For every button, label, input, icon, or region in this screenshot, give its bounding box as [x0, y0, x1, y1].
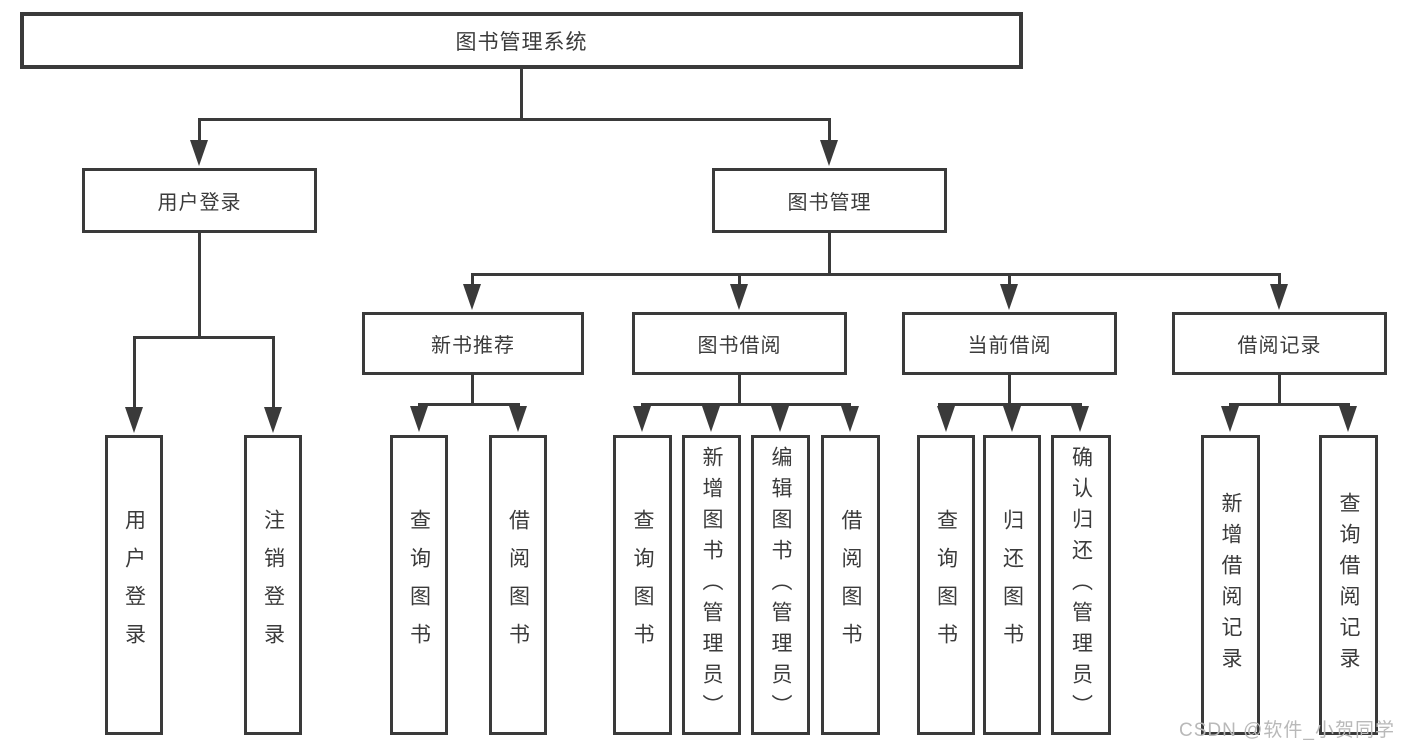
connector-line — [133, 336, 136, 412]
connector-line — [272, 336, 275, 412]
connector-line — [641, 403, 851, 406]
connector-arrow — [463, 284, 481, 310]
connector-arrow — [1000, 284, 1018, 310]
connector-line — [938, 403, 1082, 406]
leaf-query-books-borrow: 查询图书 — [613, 435, 672, 735]
node-library-system: 图书管理系统 — [20, 12, 1023, 69]
watermark-text: CSDN @软件_小贺同学 — [1179, 720, 1395, 741]
connector-line — [1278, 273, 1281, 290]
node-borrowing-records: 借阅记录 — [1172, 312, 1387, 375]
connector-line — [198, 233, 201, 339]
connector-line — [1229, 403, 1350, 406]
connector-line — [198, 118, 201, 144]
connector-line — [198, 118, 831, 121]
leaf-query-borrow-record: 查询借阅记录 — [1319, 435, 1378, 735]
connector-line — [828, 118, 831, 144]
connector-arrow — [190, 140, 208, 166]
leaf-user-login: 用户登录 — [105, 435, 163, 735]
connector-arrow — [125, 407, 143, 433]
node-new-book-recommendation: 新书推荐 — [362, 312, 584, 375]
connector-arrow — [509, 406, 527, 432]
connector-arrow — [820, 140, 838, 166]
node-book-borrowing: 图书借阅 — [632, 312, 847, 375]
connector-line — [828, 233, 831, 276]
connector-line — [1008, 375, 1011, 406]
leaf-borrow-books: 借阅图书 — [821, 435, 880, 735]
connector-arrow — [937, 406, 955, 432]
connector-line — [738, 273, 741, 290]
connector-line — [471, 273, 1281, 276]
connector-line — [1278, 375, 1281, 406]
connector-arrow — [264, 407, 282, 433]
connector-arrow — [410, 406, 428, 432]
node-user-login: 用户登录 — [82, 168, 317, 233]
leaf-add-books-admin: 新增图书（管理员） — [682, 435, 741, 735]
leaf-return-books: 归还图书 — [983, 435, 1041, 735]
connector-line — [1008, 273, 1011, 290]
connector-line — [133, 336, 275, 339]
connector-arrow — [841, 406, 859, 432]
connector-line — [418, 403, 520, 406]
connector-arrow — [702, 406, 720, 432]
connector-arrow — [730, 284, 748, 310]
connector-arrow — [1071, 406, 1089, 432]
leaf-confirm-return-admin: 确认归还（管理员） — [1051, 435, 1111, 735]
leaf-query-books-current: 查询图书 — [917, 435, 975, 735]
connector-arrow — [771, 406, 789, 432]
leaf-add-borrow-record: 新增借阅记录 — [1201, 435, 1260, 735]
leaf-logout: 注销登录 — [244, 435, 302, 735]
connector-arrow — [1339, 406, 1357, 432]
node-book-management: 图书管理 — [712, 168, 947, 233]
leaf-query-books-recommend: 查询图书 — [390, 435, 448, 735]
connector-line — [738, 375, 741, 406]
leaf-borrow-books-recommend: 借阅图书 — [489, 435, 547, 735]
leaf-edit-books-admin: 编辑图书（管理员） — [751, 435, 810, 735]
node-current-borrowing: 当前借阅 — [902, 312, 1117, 375]
connector-line — [471, 273, 474, 290]
connector-line — [520, 69, 523, 121]
connector-arrow — [1270, 284, 1288, 310]
connector-arrow — [1221, 406, 1239, 432]
connector-arrow — [1003, 406, 1021, 432]
connector-line — [471, 375, 474, 406]
connector-arrow — [633, 406, 651, 432]
